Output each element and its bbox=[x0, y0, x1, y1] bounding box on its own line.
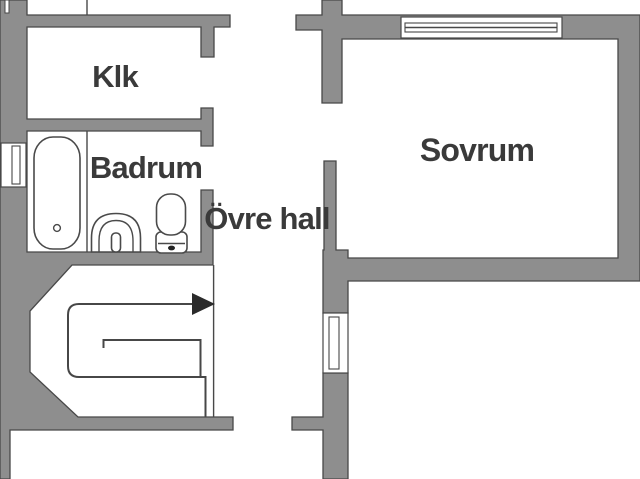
wall-right-mass bbox=[295, 0, 640, 314]
staircase-icon bbox=[67, 293, 215, 417]
wall-lower-right bbox=[291, 372, 349, 479]
window-right bbox=[322, 312, 349, 374]
bathtub-icon bbox=[33, 136, 81, 250]
window-left bbox=[0, 142, 27, 188]
wall-gap-notch bbox=[4, 0, 10, 14]
toilet-icon bbox=[155, 193, 188, 254]
wall-left-mass bbox=[0, 0, 234, 479]
room-label-sovrum: Sovrum bbox=[420, 132, 534, 168]
room-label-badrum: Badrum bbox=[90, 150, 202, 185]
room-label-ovre-hall: Övre hall bbox=[204, 201, 329, 236]
sink-icon bbox=[90, 212, 142, 253]
window-top-sovrum bbox=[400, 16, 563, 39]
stair-direction-arrow bbox=[192, 293, 215, 315]
room-label-klk: Klk bbox=[92, 59, 139, 94]
